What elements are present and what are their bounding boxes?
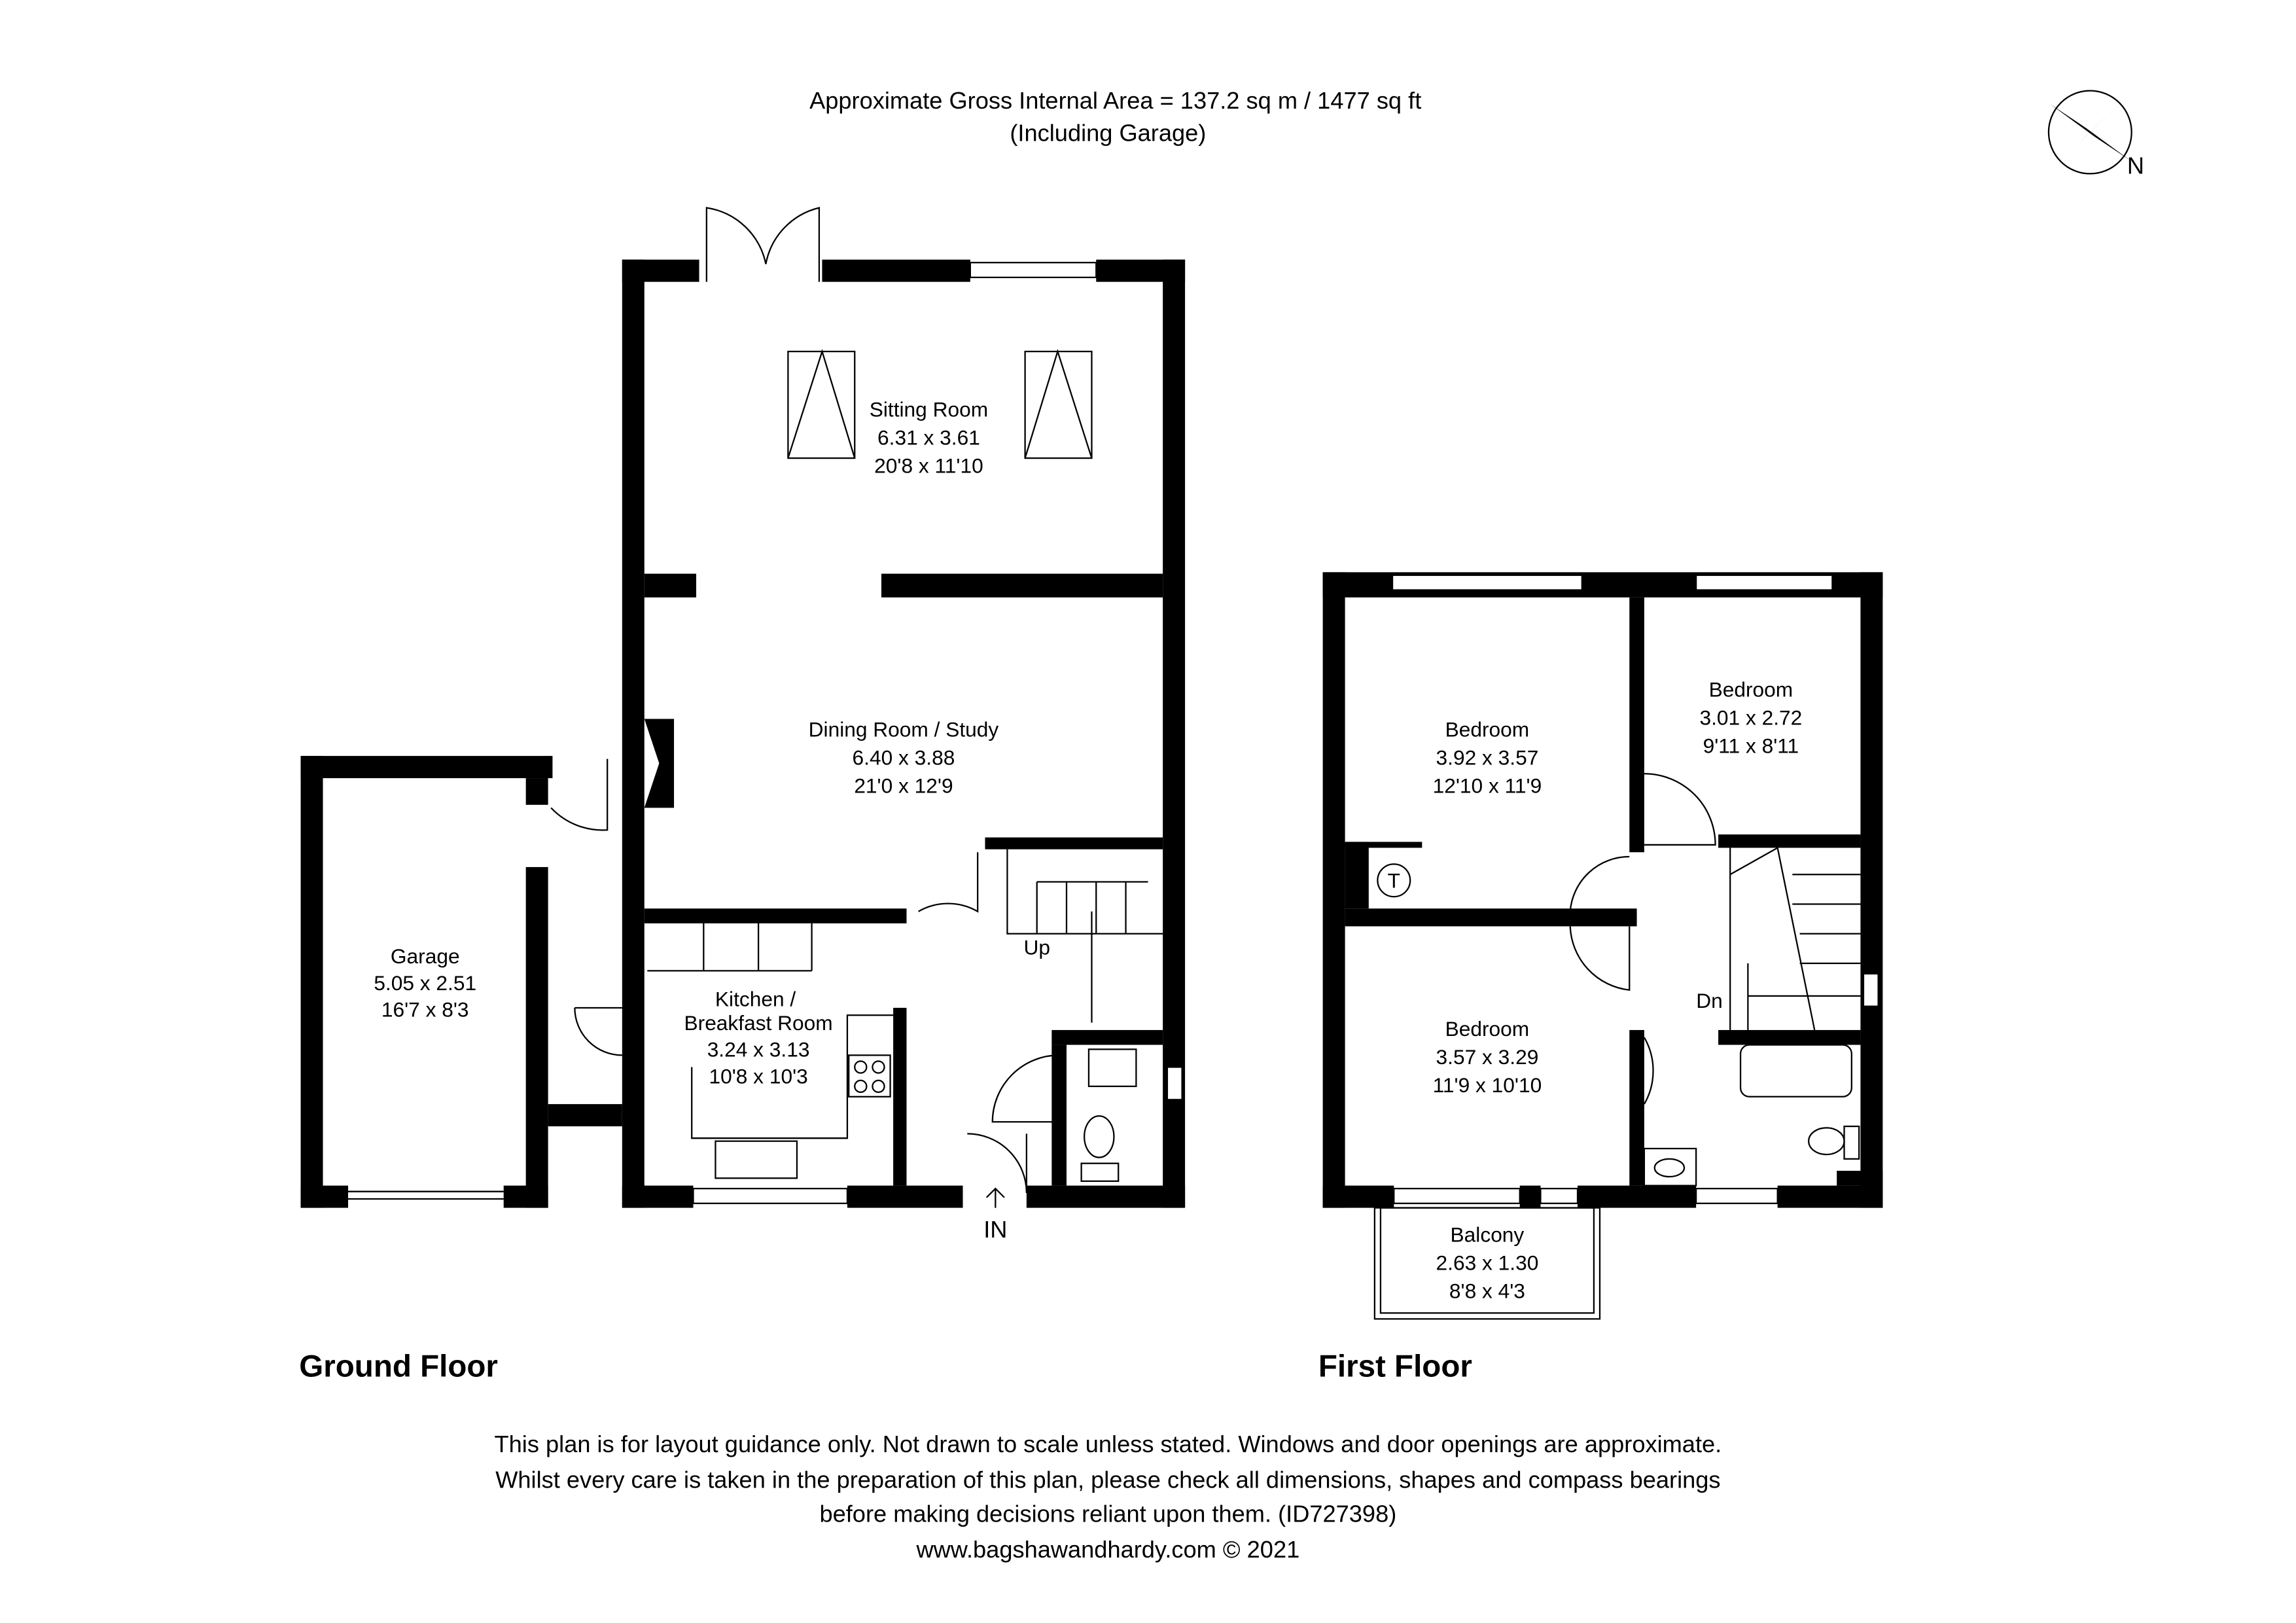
room-name: Bedroom <box>1445 718 1530 741</box>
first-floor-title: First Floor <box>1318 1349 1472 1384</box>
room-imperial: 8'8 x 4'3 <box>1449 1279 1525 1303</box>
room-imperial: 9'11 x 8'11 <box>1703 734 1799 758</box>
entrance-label: IN <box>983 1216 1007 1243</box>
room-name: Bedroom <box>1709 678 1793 702</box>
room-bedroom-2: Bedroom 3.01 x 2.72 9'11 x 8'11 <box>1699 678 1802 758</box>
room-imperial: 20'8 x 11'10 <box>874 454 983 478</box>
gross-area-text: Approximate Gross Internal Area = 137.2 … <box>809 87 1421 114</box>
room-bedroom-3: Bedroom 3.57 x 3.29 11'9 x 10'10 <box>1433 1017 1542 1097</box>
room-imperial: 12'10 x 11'9 <box>1433 774 1542 798</box>
room-metric: 6.31 x 3.61 <box>877 426 980 450</box>
room-name: Breakfast Room <box>684 1011 833 1035</box>
including-garage-note: (Including Garage) <box>1010 120 1206 147</box>
room-name: Garage <box>391 944 460 968</box>
stairs-up-label: Up <box>1023 935 1050 959</box>
water-tank-label: T <box>1388 869 1400 893</box>
ground-floor-title: Ground Floor <box>299 1349 498 1384</box>
room-imperial: 16'7 x 8'3 <box>381 998 469 1022</box>
first-floor-walls: T <box>1322 572 1883 1320</box>
room-name: Balcony <box>1451 1223 1525 1247</box>
room-metric: 3.92 x 3.57 <box>1436 746 1539 770</box>
room-dining-room-study: Dining Room / Study 6.40 x 3.88 21'0 x 1… <box>809 718 999 798</box>
room-metric: 3.24 x 3.13 <box>707 1038 810 1061</box>
room-metric: 3.57 x 3.29 <box>1436 1045 1539 1069</box>
ground-floor-walls <box>300 207 1186 1208</box>
room-metric: 3.01 x 2.72 <box>1699 706 1802 730</box>
room-metric: 5.05 x 2.51 <box>374 971 476 995</box>
room-metric: 6.40 x 3.88 <box>853 746 955 770</box>
room-name: Bedroom <box>1445 1017 1530 1041</box>
room-name: Sitting Room <box>870 398 988 421</box>
room-imperial: 10'8 x 10'3 <box>709 1064 807 1088</box>
disclaimer-line-1: This plan is for layout guidance only. N… <box>495 1431 1722 1457</box>
room-kitchen: Kitchen / Breakfast Room 3.24 x 3.13 10'… <box>684 988 833 1088</box>
disclaimer-line-2: Whilst every care is taken in the prepar… <box>495 1466 1720 1493</box>
disclaimer-line-3: before making decisions reliant upon the… <box>819 1501 1396 1527</box>
room-balcony: Balcony 2.63 x 1.30 8'8 x 4'3 <box>1436 1223 1539 1303</box>
room-garage: Garage 5.05 x 2.51 16'7 x 8'3 <box>374 944 476 1021</box>
room-metric: 2.63 x 1.30 <box>1436 1251 1539 1275</box>
room-bedroom-1: Bedroom 3.92 x 3.57 12'10 x 11'9 <box>1433 718 1542 798</box>
stairs-down-label: Dn <box>1696 989 1723 1012</box>
compass-north-label: N <box>2127 152 2144 179</box>
room-imperial: 11'9 x 10'10 <box>1433 1073 1542 1097</box>
room-name: Dining Room / Study <box>809 718 999 741</box>
room-sitting-room: Sitting Room 6.31 x 3.61 20'8 x 11'10 <box>870 398 988 478</box>
compass-rose-icon: N <box>2047 90 2144 179</box>
website-copyright: www.bagshawandhardy.com © 2021 <box>916 1536 1300 1563</box>
room-imperial: 21'0 x 12'9 <box>854 774 953 798</box>
room-name: Kitchen / <box>715 988 796 1011</box>
